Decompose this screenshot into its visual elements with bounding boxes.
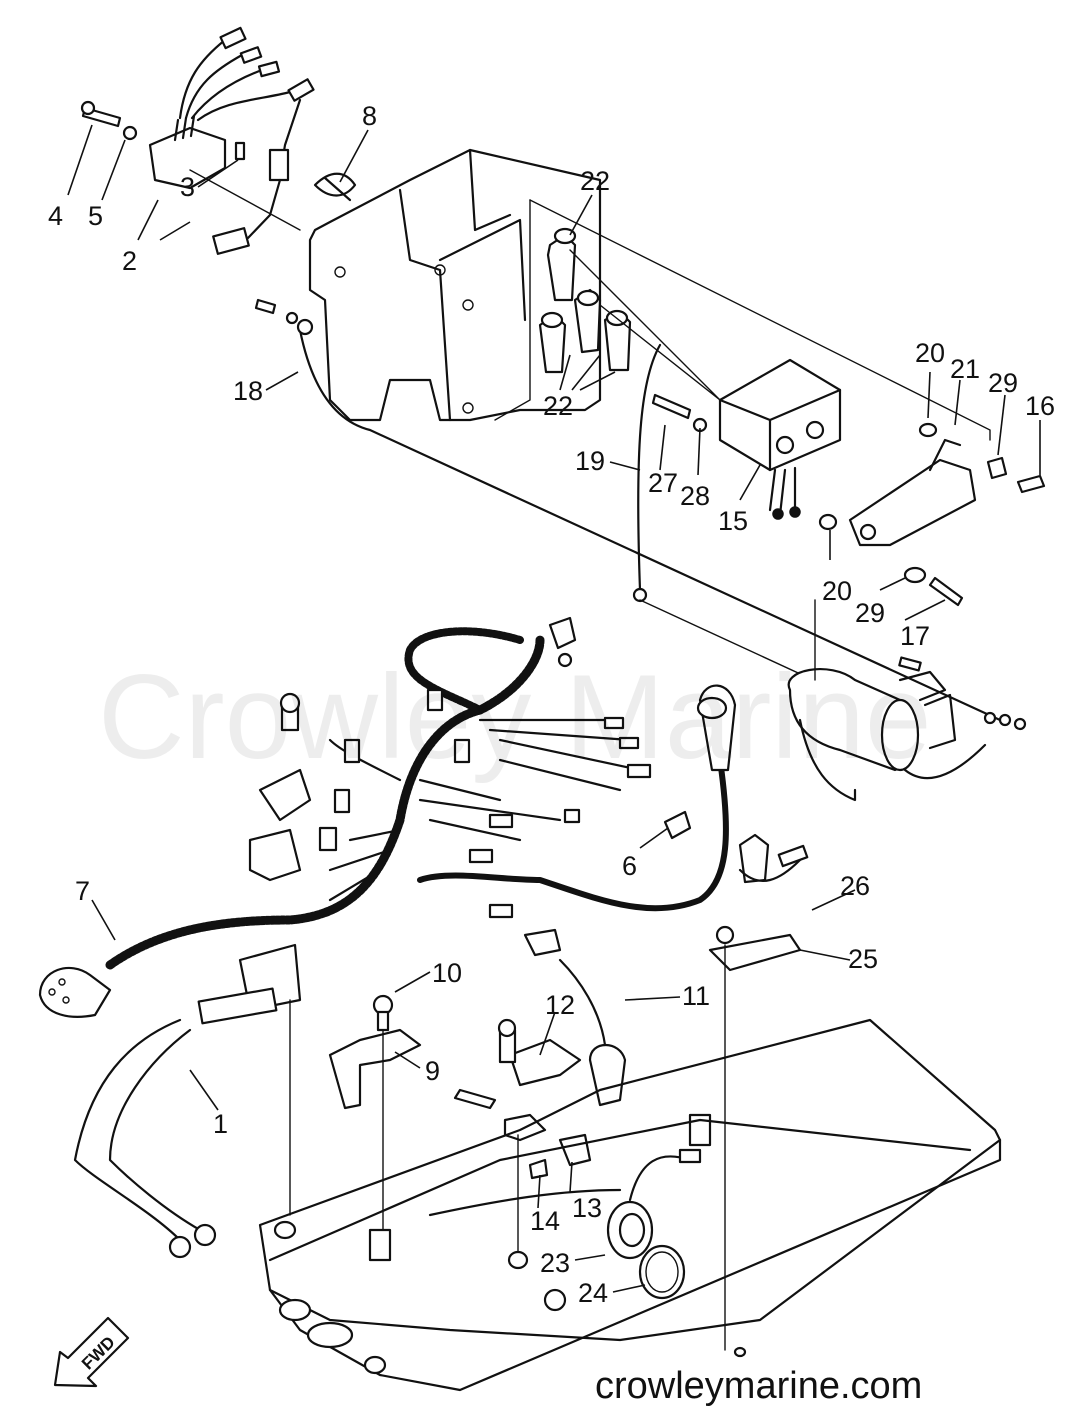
callout-23: 23 [540,1248,570,1278]
callout-20a: 20 [915,338,945,368]
callout-22b: 22 [543,391,573,421]
solenoid-part [787,599,1027,802]
grommet-part [606,1113,712,1300]
callout-26: 26 [840,871,870,901]
callout-29b: 29 [855,598,885,628]
battery-cable-part [73,943,302,1259]
callout-29a: 29 [988,368,1018,398]
callout-18: 18 [233,376,263,406]
wiring-harness-part [38,616,809,1018]
callout-2: 2 [122,246,137,276]
callout-16: 16 [1025,391,1055,421]
callout-labels: 1 1 2 3 4 5 6 7 8 9 10 11 12 13 14 15 16… [48,101,1055,1308]
callout-6: 6 [622,851,637,881]
callout-14: 14 [530,1206,560,1236]
callout-11: 11 [682,981,710,1011]
callout-1-label: 1 [213,1109,228,1139]
clamp-brackets-part [328,925,802,1351]
rectifier-regulator-part [80,26,315,255]
arrow-fwd-icon: FWD [53,1316,130,1388]
callout-22a: 22 [580,166,610,196]
callout-4: 4 [48,201,63,231]
callout-28: 28 [680,481,710,511]
ground-leads-part [254,298,1002,722]
callout-10: 10 [432,958,462,988]
callout-7: 7 [75,876,90,906]
callout-3: 3 [180,172,195,202]
callout-27: 27 [648,468,678,498]
callout-13: 13 [572,1193,602,1223]
callout-8: 8 [362,101,377,131]
callout-17: 17 [900,621,930,651]
mounting-bracket-part [308,148,602,422]
spark-plug-boots-part [538,227,721,401]
callout-15: 15 [718,506,748,536]
callout-20b: 20 [822,576,852,606]
callout-5: 5 [88,201,103,231]
cdi-bracket-part [818,422,1046,607]
callout-12: 12 [545,990,575,1020]
callout-24: 24 [578,1278,608,1308]
bottom-cowling-part [258,1018,1002,1392]
site-url: crowleymarine.com [595,1365,923,1407]
cdi-unit-part [494,199,991,520]
callout-21: 21 [950,354,980,384]
callout-19: 19 [575,446,605,476]
leader-lines [67,124,1041,1293]
callout-9: 9 [425,1056,440,1086]
callout-25: 25 [848,944,878,974]
